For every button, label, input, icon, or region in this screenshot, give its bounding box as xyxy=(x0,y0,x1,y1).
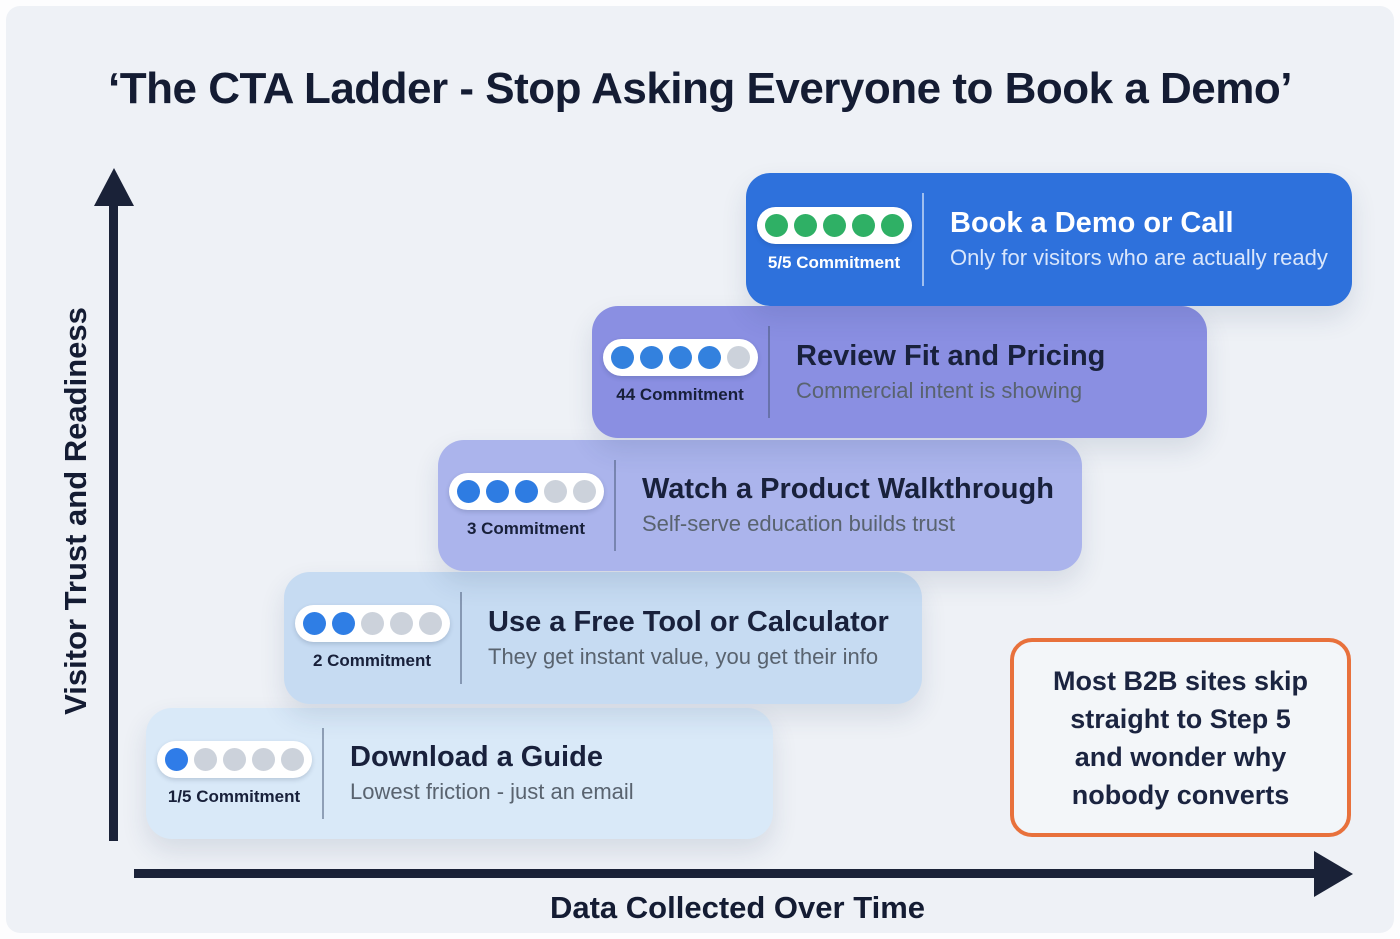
commitment-label: 2 Commitment xyxy=(312,651,432,670)
commitment-block: 1/5 Commitment xyxy=(146,740,322,807)
filled-dot-icon xyxy=(668,346,692,369)
callout-line: straight to Step 5 xyxy=(1070,703,1291,734)
card-divider xyxy=(768,326,770,418)
commitment-dots xyxy=(602,339,758,376)
empty-dot-icon xyxy=(726,346,750,369)
filled-dot-icon xyxy=(697,346,721,369)
filled-dot-icon xyxy=(793,213,817,237)
infographic-canvas: ‘The CTA Ladder - Stop Asking Everyone t… xyxy=(6,6,1394,933)
card-title: Book a Demo or Call xyxy=(950,207,1234,240)
card-subtitle: Lowest friction - just an email xyxy=(350,779,634,805)
filled-dot-icon xyxy=(485,479,509,503)
card-text-block: Download a Guide Lowest friction - just … xyxy=(324,741,773,806)
filled-dot-icon xyxy=(514,479,538,503)
card-divider xyxy=(614,460,616,551)
x-axis-label: Data Collected Over Time xyxy=(549,890,925,925)
card-subtitle: Commercial intent is showing xyxy=(796,377,1083,403)
commitment-label: 3 Commitment xyxy=(466,518,586,538)
filled-dot-icon xyxy=(639,346,663,369)
card-divider xyxy=(322,728,324,819)
filled-dot-icon xyxy=(764,213,788,237)
empty-dot-icon xyxy=(360,612,384,635)
commitment-dots xyxy=(756,206,912,244)
card-divider xyxy=(460,592,462,684)
empty-dot-icon xyxy=(543,479,567,503)
commitment-block: 5/5 Commitment xyxy=(746,206,922,273)
card-subtitle: Only for visitors who are actually ready xyxy=(950,245,1328,271)
card-divider xyxy=(922,193,924,286)
callout-note: Most B2B sites skip straight to Step 5 and… xyxy=(1010,638,1351,837)
y-axis-line xyxy=(109,202,118,841)
empty-dot-icon xyxy=(280,747,304,771)
card-subtitle: They get instant value, you get their in… xyxy=(488,643,879,669)
commitment-block: 2 Commitment xyxy=(284,605,460,671)
card-text-block: Book a Demo or Call Only for visitors wh… xyxy=(924,207,1352,272)
callout-line: and wonder why xyxy=(1074,741,1287,772)
filled-dot-icon xyxy=(302,612,326,635)
commitment-block: 44 Commitment xyxy=(592,339,768,405)
empty-dot-icon xyxy=(572,479,596,503)
commitment-label: 1/5 Commitment xyxy=(167,786,301,806)
filled-dot-icon xyxy=(331,612,355,635)
empty-dot-icon xyxy=(389,612,413,635)
y-axis-label: Visitor Trust and Readiness xyxy=(58,307,93,715)
callout-line: Most B2B sites skip xyxy=(1052,665,1309,696)
callout-line: nobody converts xyxy=(1071,779,1290,810)
commitment-dots xyxy=(294,605,450,642)
card-subtitle: Self-serve education builds trust xyxy=(642,511,956,537)
step-card-fit-pricing: 44 Commitment Review Fit and Pricing Com… xyxy=(592,306,1207,438)
step-card-download-guide: 1/5 Commitment Download a Guide Lowest f… xyxy=(146,708,773,839)
step-card-book-demo: 5/5 Commitment Book a Demo or Call Only … xyxy=(746,173,1352,306)
step-card-walkthrough: 3 Commitment Watch a Product Walkthrough… xyxy=(438,440,1082,571)
filled-dot-icon xyxy=(610,346,634,369)
card-title: Watch a Product Walkthrough xyxy=(642,473,1054,506)
x-axis-arrowhead-icon xyxy=(1314,851,1353,897)
empty-dot-icon xyxy=(222,747,246,771)
card-text-block: Watch a Product Walkthrough Self-serve e… xyxy=(616,473,1082,538)
commitment-label: 5/5 Commitment xyxy=(767,252,901,272)
filled-dot-icon xyxy=(164,747,188,771)
filled-dot-icon xyxy=(851,213,875,237)
card-title: Download a Guide xyxy=(350,741,603,774)
commitment-label: 44 Commitment xyxy=(616,385,744,404)
x-axis-line xyxy=(134,869,1317,878)
commitment-dots xyxy=(448,472,604,510)
y-axis-arrowhead-icon xyxy=(94,168,134,206)
step-card-free-tool: 2 Commitment Use a Free Tool or Calculat… xyxy=(284,572,922,704)
card-text-block: Review Fit and Pricing Commercial intent… xyxy=(770,340,1207,405)
filled-dot-icon xyxy=(822,213,846,237)
card-text-block: Use a Free Tool or Calculator They get i… xyxy=(462,606,922,671)
filled-dot-icon xyxy=(880,213,904,237)
filled-dot-icon xyxy=(456,479,480,503)
commitment-block: 3 Commitment xyxy=(438,472,614,539)
empty-dot-icon xyxy=(251,747,275,771)
empty-dot-icon xyxy=(418,612,442,635)
card-title: Use a Free Tool or Calculator xyxy=(488,605,889,638)
page-title: ‘The CTA Ladder - Stop Asking Everyone t… xyxy=(108,64,1292,113)
card-title: Review Fit and Pricing xyxy=(796,339,1106,372)
commitment-dots xyxy=(156,740,312,778)
empty-dot-icon xyxy=(193,747,217,771)
